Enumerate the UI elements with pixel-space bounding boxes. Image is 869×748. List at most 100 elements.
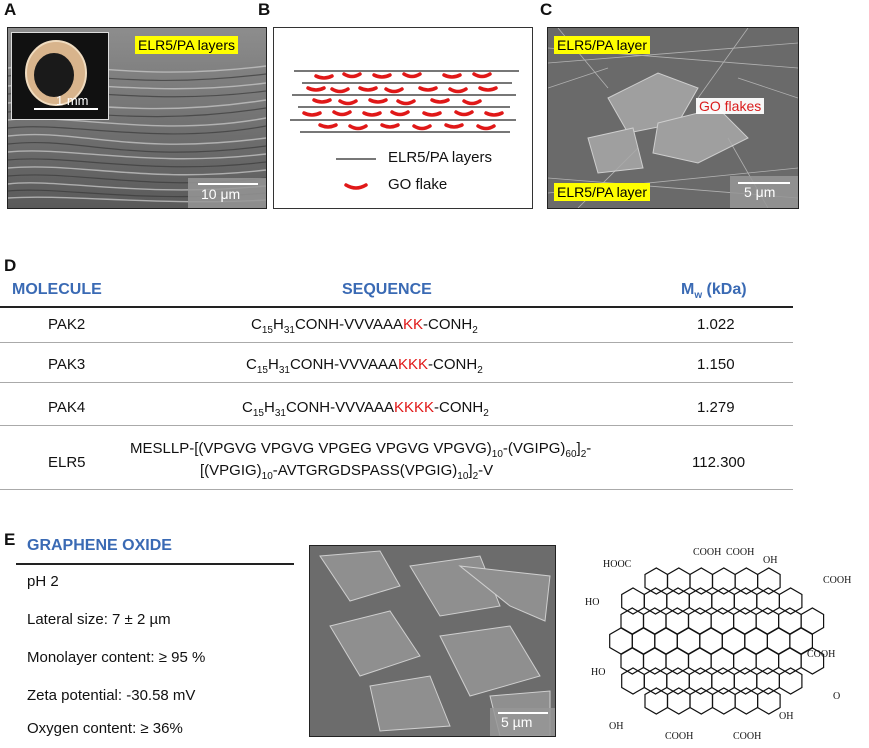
go-prop-ph: pH 2 <box>27 573 59 590</box>
chem-label-o-1: O <box>833 691 841 702</box>
panel-a-label: ELR5/PA layers <box>135 36 239 54</box>
lattice-hexagon <box>756 587 780 615</box>
chem-label-cooh-2: COOH <box>726 547 755 558</box>
header-molecule: MOLECULE <box>12 281 102 298</box>
lattice-hexagon <box>666 687 691 715</box>
legend-flake-label: GO flake <box>388 176 448 193</box>
row-elr5-molecule: ELR5 <box>48 454 86 471</box>
graphene-oxide-lattice <box>609 567 825 715</box>
panel-c-label-mid: GO flakes <box>696 98 765 114</box>
header-mw: Mw (kDa) <box>681 281 747 301</box>
lattice-hexagon <box>666 667 690 695</box>
panel-a-sem-image: 1 mm ELR5/PA layers 10 μm <box>7 27 267 209</box>
lattice-hexagon <box>778 667 803 695</box>
panel-letter-b: B <box>258 0 271 19</box>
row-elr5-sequence-line1: MESLLP-[(VPGVG VPGVG VPGEG VPGVG VPGVG)1… <box>130 440 592 460</box>
row-elr5-sequence-line2: [(VPGIG)10-AVTGRGDSPASS(VPGIG)10]2-V <box>200 462 494 482</box>
chem-label-cooh-5: COOH <box>665 731 694 742</box>
go-prop-zeta: Zeta potential: -30.58 mV <box>27 687 196 704</box>
lattice-hexagon <box>689 567 714 595</box>
lattice-hexagon <box>644 687 669 715</box>
chem-label-cooh-6: COOH <box>733 731 762 742</box>
panel-a-scale-bar <box>198 183 258 185</box>
row-rule-3 <box>0 425 793 426</box>
lattice-hexagon <box>687 647 712 675</box>
lattice-hexagon <box>734 567 759 595</box>
panel-b-schematic: ELR5/PA layers GO flake <box>273 27 533 209</box>
lattice-hexagon <box>734 687 759 715</box>
lattice-hexagon <box>621 667 645 695</box>
chem-label-ho-2: HO <box>591 667 606 678</box>
lattice-hexagon <box>666 587 690 615</box>
lattice-hexagon <box>711 567 736 595</box>
lattice-hexagon <box>711 667 735 695</box>
row-rule-2 <box>0 382 793 383</box>
go-chemical-structure: HOOC COOH COOH OH COOH HO COOH HO OH OH … <box>585 545 855 743</box>
lattice-hexagon <box>666 567 691 595</box>
row-rule-4 <box>0 489 793 490</box>
lattice-hexagon <box>689 687 714 715</box>
chem-label-oh-3: OH <box>779 711 794 722</box>
row-rule-1 <box>0 342 793 343</box>
panel-c-scale-bg <box>730 176 798 208</box>
go-prop-oxygen: Oxygen content: ≥ 36% <box>27 720 183 737</box>
panel-e-sem-image: 5 µm <box>309 545 556 737</box>
inset-scale-label: 1 mm <box>56 93 89 108</box>
lattice-hexagon <box>733 587 758 615</box>
lattice-hexagon <box>643 667 668 695</box>
lattice-hexagon <box>710 647 735 675</box>
lattice-hexagon <box>755 647 780 675</box>
panel-c-scale-bar <box>738 182 790 184</box>
layers-schematic <box>290 70 519 190</box>
lattice-hexagon <box>711 687 736 715</box>
go-title: GRAPHENE OXIDE <box>27 537 172 554</box>
panel-e-scale-bar <box>498 712 548 714</box>
row-pak2-sequence: C15H31CONH-VVVAAAKK-CONH2 <box>251 316 478 336</box>
header-sequence: SEQUENCE <box>342 281 432 298</box>
panel-letter-c: C <box>540 0 553 19</box>
lattice-hexagon <box>620 647 645 675</box>
go-prop-monolayer: Monolayer content: ≥ 95 % <box>27 649 206 666</box>
sem-go-flakes-texture <box>310 546 555 736</box>
inset-image: 1 mm <box>11 32 109 120</box>
layer-lines <box>290 70 519 133</box>
lattice-hexagon <box>733 647 757 675</box>
go-prop-lateral-size: Lateral size: 7 ± 2 µm <box>27 611 171 628</box>
row-pak2-mw: 1.022 <box>697 316 735 333</box>
lattice-hexagon <box>757 567 781 595</box>
lattice-hexagon <box>665 647 690 675</box>
lattice-hexagon <box>778 587 803 615</box>
chem-label-oh-1: OH <box>763 555 778 566</box>
lattice-hexagon <box>688 667 713 695</box>
panel-letter-a: A <box>4 0 17 19</box>
row-pak3-molecule: PAK3 <box>48 356 86 373</box>
panel-a-scale-label: 10 μm <box>201 186 241 202</box>
lattice-hexagon <box>621 587 645 615</box>
chem-label-ho-1: HO <box>585 597 600 608</box>
header-mw-main: M <box>681 281 695 298</box>
lattice-hexagon <box>688 587 713 615</box>
row-pak4-sequence: C15H31CONH-VVVAAAKKKK-CONH2 <box>242 399 489 419</box>
row-pak4-molecule: PAK4 <box>48 399 86 416</box>
panel-letter-e: E <box>4 530 16 549</box>
lattice-hexagon <box>733 667 758 695</box>
lattice-hexagon <box>756 667 780 695</box>
legend-flake-swatch <box>344 183 368 190</box>
row-pak3-sequence: C15H31CONH-VVVAAAKKK-CONH2 <box>246 356 483 376</box>
header-mw-sub: w <box>694 290 703 302</box>
lattice-hexagon <box>643 587 668 615</box>
table-header-rule <box>0 306 793 308</box>
lattice-hexagon <box>757 687 781 715</box>
lattice-hexagon <box>778 647 802 675</box>
panel-letter-d: D <box>4 256 17 275</box>
panel-e-scale-label: 5 µm <box>501 714 533 730</box>
chem-label-cooh-1: COOH <box>693 547 722 558</box>
go-title-rule <box>16 563 294 565</box>
row-pak2-molecule: PAK2 <box>48 316 86 333</box>
chem-label-oh-2: OH <box>609 721 624 732</box>
panel-c-label-top: ELR5/PA layer <box>554 36 651 54</box>
row-pak4-mw: 1.279 <box>697 399 735 416</box>
lattice-hexagon <box>711 587 735 615</box>
panel-c-label-bottom: ELR5/PA layer <box>554 183 651 201</box>
lattice-hexagon <box>800 647 825 675</box>
